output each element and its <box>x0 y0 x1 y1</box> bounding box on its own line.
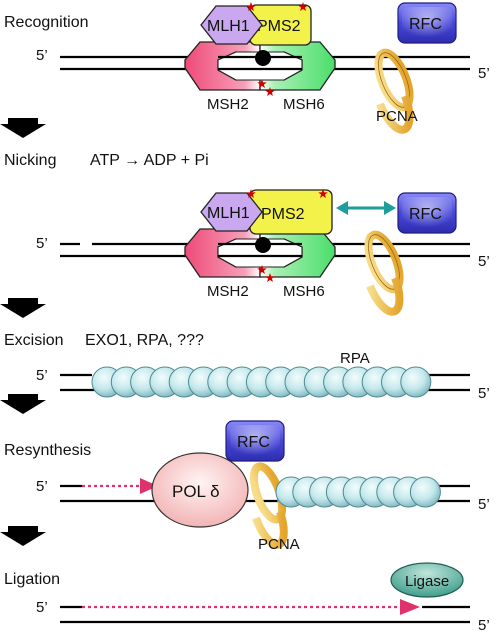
stage-subtitle-nicking: ATP → ADP + Pi <box>90 152 209 169</box>
msh2-label: MSH2 <box>207 283 249 300</box>
stage-label-nicking: Nicking <box>4 152 56 169</box>
strand-5prime-label: 5’ <box>36 47 48 64</box>
strand-5prime-label: 5’ <box>36 235 48 252</box>
atp-star-icon <box>246 189 256 198</box>
atp-star-icon <box>257 265 267 274</box>
rfc-highlight <box>402 7 452 39</box>
atp-star-icon <box>246 2 256 11</box>
stage-arrow-icon <box>0 298 46 318</box>
mlh1-label: MLH1 <box>207 18 250 35</box>
stage-resynthesis: Resynthesis 5’ 5’ POL δ PCNA RFC <box>4 420 490 553</box>
pcna-ring-front <box>376 94 414 134</box>
msh6-label: MSH6 <box>283 283 325 300</box>
msh2-label: MSH2 <box>207 96 249 113</box>
mismatch-dot <box>255 50 271 66</box>
stage-nicking: Nicking ATP → ADP + Pi 5’ 5’ PMS2 MLH1 M… <box>4 152 490 316</box>
pcna-ring-front <box>252 510 288 549</box>
rpa-label: RPA <box>340 350 370 367</box>
pms2-label: PMS2 <box>261 206 305 223</box>
pol-delta-label: POL δ <box>172 482 220 501</box>
stage-label-resynthesis: Resynthesis <box>4 442 91 459</box>
mlh1-label: MLH1 <box>207 205 250 222</box>
synthesis-arrowhead-icon <box>140 478 158 494</box>
rfc-highlight <box>230 425 280 457</box>
stage-arrow-icon <box>0 394 46 414</box>
stage-subtitle-excision: EXO1, RPA, ??? <box>85 332 204 349</box>
strand-5prime-label: 5’ <box>36 367 48 384</box>
strand-5prime-label: 5’ <box>478 65 490 82</box>
pcna-label: PCNA <box>376 108 418 125</box>
atp-star-icon <box>257 79 267 88</box>
rfc-label: RFC <box>409 206 442 223</box>
pms2-label: PMS2 <box>257 18 301 35</box>
atp-star-icon <box>298 2 308 11</box>
stage-arrow-icon <box>0 118 46 138</box>
rpa-bead <box>409 476 441 508</box>
stage-label-ligation: Ligation <box>4 571 60 588</box>
rpa-bead <box>400 366 432 398</box>
strand-5prime-label: 5’ <box>36 599 48 616</box>
stage-recognition: Recognition 5’ 5’ PMS2 MLH1 MSH2 MSH6 <box>4 2 490 134</box>
atp-star-icon <box>265 273 275 282</box>
mismatch-dot <box>255 237 271 253</box>
strand-5prime-label: 5’ <box>478 496 490 513</box>
stage-arrow-icon <box>0 526 46 546</box>
rpa-bead-chain <box>91 366 432 398</box>
pcna-ring-front <box>366 276 404 316</box>
interaction-arrow-icon <box>336 201 396 215</box>
rpa-bead-chain <box>275 476 441 508</box>
stage-label-excision: Excision <box>4 332 64 349</box>
strand-5prime-label: 5’ <box>478 617 490 634</box>
atp-star-icon <box>318 189 328 198</box>
ligase <box>390 562 464 598</box>
pol-delta <box>151 452 249 528</box>
strand-5prime-label: 5’ <box>478 253 490 270</box>
pcna-label: PCNA <box>258 536 300 553</box>
msh6-label: MSH6 <box>283 96 325 113</box>
rfc-label: RFC <box>237 434 270 451</box>
stage-excision: Excision EXO1, RPA, ??? RPA 5’ 5’ <box>4 332 490 402</box>
strand-5prime-label: 5’ <box>36 478 48 495</box>
stage-label-recognition: Recognition <box>4 14 89 31</box>
strand-5prime-label: 5’ <box>478 385 490 402</box>
ligase-label: Ligase <box>405 573 449 590</box>
stage-ligation: Ligation 5’ 5’ Ligase <box>4 562 490 634</box>
rfc-label: RFC <box>409 16 442 33</box>
rfc-highlight <box>402 197 452 229</box>
atp-star-icon <box>265 87 275 96</box>
synthesis-arrowhead-icon <box>400 599 420 615</box>
